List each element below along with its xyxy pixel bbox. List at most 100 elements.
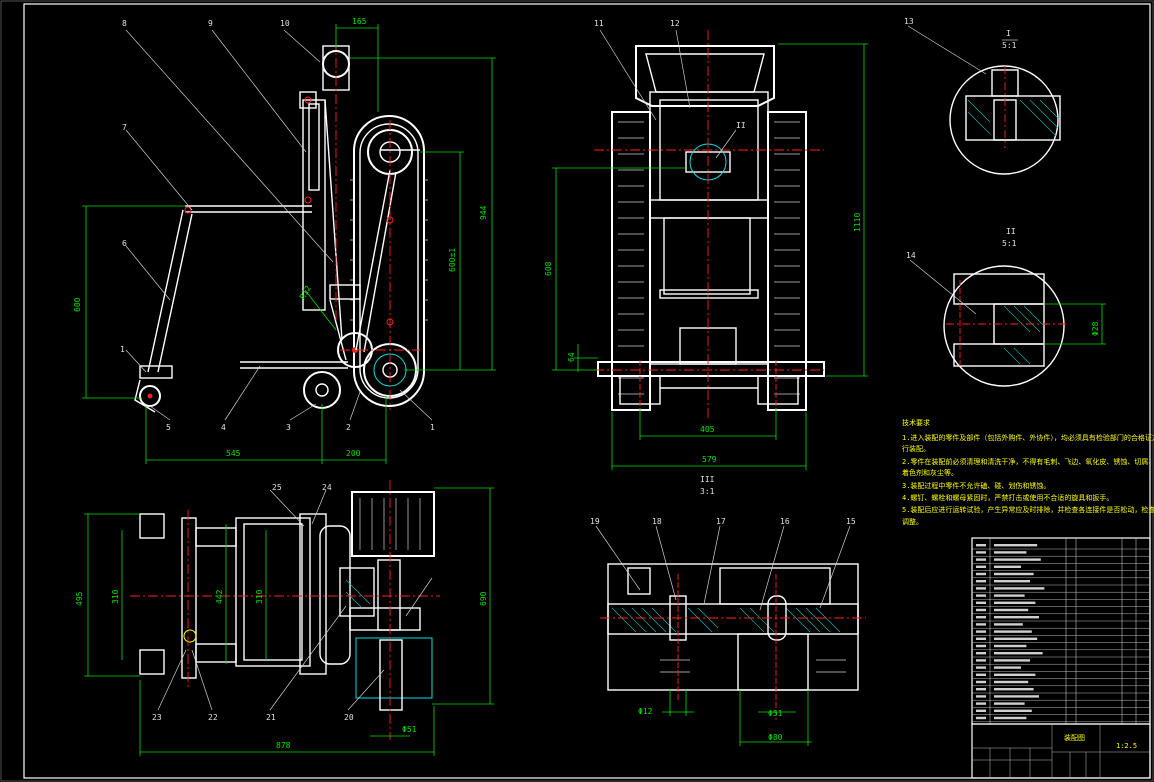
label-9: 9 bbox=[208, 19, 213, 28]
parts-list-number-mark bbox=[976, 659, 986, 662]
parts-list-number-mark bbox=[976, 673, 986, 676]
view-III-scale: 3:1 bbox=[700, 487, 715, 496]
parts-list-number-mark bbox=[976, 616, 986, 619]
dim-phi12: Φ12 bbox=[638, 707, 653, 716]
parts-list-number-mark bbox=[976, 580, 986, 583]
detail-view-II bbox=[909, 259, 1106, 387]
label-8: 8 bbox=[122, 19, 127, 28]
dim-64: 64 bbox=[567, 352, 576, 362]
parts-list-text-mark bbox=[994, 695, 1039, 698]
tech-line-8: 调整。 bbox=[902, 517, 923, 526]
parts-list-text-mark bbox=[994, 551, 1027, 554]
dim-878: 878 bbox=[276, 741, 291, 750]
parts-list-number-mark bbox=[976, 601, 986, 604]
parts-list-number-mark bbox=[976, 695, 986, 698]
dim-1110: 1110 bbox=[853, 213, 862, 232]
parts-list-text-mark bbox=[994, 623, 1023, 626]
plan-view bbox=[84, 480, 494, 756]
label-2: 2 bbox=[346, 423, 351, 432]
dim-608: 608 bbox=[544, 261, 553, 276]
view-I-scale: 5:1 bbox=[1002, 41, 1017, 50]
parts-list-number-mark bbox=[976, 637, 986, 640]
parts-list-text-mark bbox=[994, 587, 1045, 590]
dim-495: 495 bbox=[75, 591, 84, 606]
parts-list-number-mark bbox=[976, 572, 986, 576]
dim-600: 600 bbox=[73, 297, 82, 312]
parts-list-text-mark bbox=[994, 716, 1027, 720]
dim-phi80: Φ80 bbox=[768, 733, 783, 742]
label-7: 7 bbox=[122, 123, 127, 132]
dim-545: 545 bbox=[226, 449, 241, 458]
title-block-number: 1:2.5 bbox=[1116, 742, 1137, 750]
label-19: 19 bbox=[590, 517, 600, 526]
tech-line-3: 2.零件在装配前必须清理和清洗干净，不得有毛刺、飞边、氧化皮、锈蚀、切屑、油污、 bbox=[902, 457, 1154, 466]
label-11: 11 bbox=[594, 19, 604, 28]
label-20: 20 bbox=[344, 713, 354, 722]
label-18: 18 bbox=[652, 517, 662, 526]
parts-list-number-mark bbox=[976, 565, 986, 568]
parts-list-text-mark bbox=[994, 637, 1038, 640]
label-12: 12 bbox=[670, 19, 680, 28]
label-17: 17 bbox=[716, 517, 726, 526]
parts-list-number-mark bbox=[976, 608, 986, 612]
tech-line-1: 1.进入装配的零件及部件（包括外购件、外协件），均必须具有检验部门的合格证方能进 bbox=[902, 433, 1154, 442]
parts-list-number-mark bbox=[976, 623, 986, 626]
label-23: 23 bbox=[152, 713, 162, 722]
label-14: 14 bbox=[906, 251, 916, 260]
parts-list-text-mark bbox=[994, 572, 1034, 576]
dim-phi51-plan: Φ51 bbox=[402, 725, 417, 734]
dim-phi28: Φ28 bbox=[1091, 321, 1100, 336]
tech-title: 技术要求 bbox=[902, 418, 930, 427]
parts-list-number-mark bbox=[976, 551, 986, 554]
dim-310-b: 310 bbox=[255, 589, 264, 604]
label-25: 25 bbox=[272, 483, 282, 492]
parts-list-number-mark bbox=[976, 594, 986, 597]
parts-list-number-mark bbox=[976, 587, 986, 590]
side-view bbox=[82, 24, 496, 464]
label-1: 1 bbox=[430, 423, 435, 432]
dim-600pm1: 600±1 bbox=[448, 248, 457, 272]
label-6: 6 bbox=[122, 239, 127, 248]
drawing-frame bbox=[23, 3, 1151, 779]
parts-list-text-mark bbox=[994, 673, 1036, 676]
parts-list-number-mark bbox=[976, 688, 986, 691]
parts-list-number-mark bbox=[976, 644, 986, 648]
tech-line-7: 5.装配后应进行运转试验，产生异常应及时排除，并检查各连接件是否松动，检查 bbox=[902, 505, 1154, 514]
parts-list-number-mark bbox=[976, 716, 986, 720]
parts-list-text-mark bbox=[994, 608, 1029, 612]
label-24: 24 bbox=[322, 483, 332, 492]
parts-list bbox=[971, 537, 1151, 725]
parts-list-number-mark bbox=[976, 544, 986, 547]
dim-579: 579 bbox=[702, 455, 717, 464]
parts-list-number-mark bbox=[976, 680, 986, 684]
parts-list-number-mark bbox=[976, 652, 986, 655]
dim-442: 442 bbox=[215, 589, 224, 604]
title-block-name: 装配图 bbox=[1064, 733, 1085, 742]
parts-list-text-mark bbox=[994, 652, 1043, 655]
label-16: 16 bbox=[780, 517, 790, 526]
title-block: 装配图 1:2.5 bbox=[971, 723, 1151, 779]
label-15: 15 bbox=[846, 517, 856, 526]
parts-list-text-mark bbox=[994, 680, 1029, 684]
parts-list-number-mark bbox=[976, 709, 986, 712]
parts-list-text-mark bbox=[994, 616, 1039, 619]
parts-list-text-mark bbox=[994, 580, 1030, 583]
front-view bbox=[552, 29, 868, 470]
dim-phi51: Φ51 bbox=[768, 709, 783, 718]
label-II-marker: II bbox=[736, 121, 746, 130]
label-10: 10 bbox=[280, 19, 290, 28]
tech-line-4: 着色剂和灰尘等。 bbox=[902, 468, 958, 477]
parts-list-text-mark bbox=[994, 558, 1041, 561]
parts-list-text-mark bbox=[994, 594, 1025, 597]
label-1a: 1 bbox=[120, 345, 125, 354]
parts-list-text-mark bbox=[994, 630, 1032, 633]
dim-944: 944 bbox=[479, 205, 488, 220]
parts-list-number-mark bbox=[976, 666, 986, 669]
parts-list-text-mark bbox=[994, 644, 1027, 648]
tech-requirements: 技术要求 1.进入装配的零件及部件（包括外购件、外协件），均必须具有检验部门的合… bbox=[902, 418, 1154, 526]
dim-310-a: 310 bbox=[111, 589, 120, 604]
dim-200: 200 bbox=[346, 449, 361, 458]
label-13: 13 bbox=[904, 17, 914, 26]
